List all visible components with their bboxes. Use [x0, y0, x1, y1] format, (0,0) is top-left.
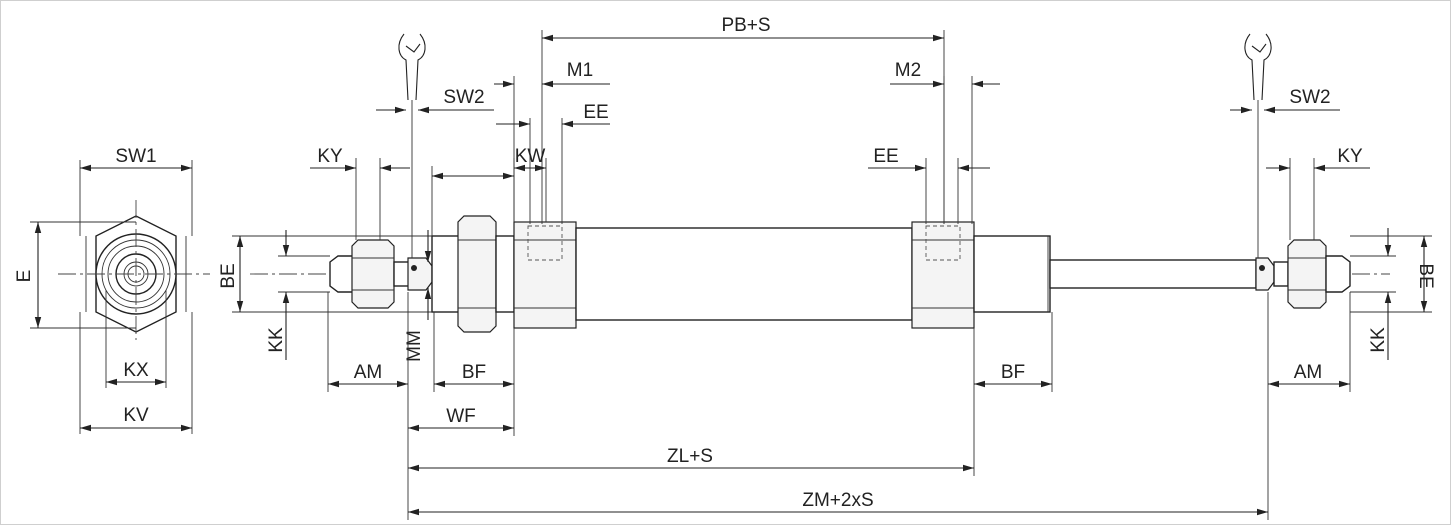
label-ee-right: EE	[873, 146, 898, 167]
label-am-right: AM	[1294, 362, 1323, 383]
left-rod-eye-pin	[411, 265, 417, 271]
side-view	[250, 33, 1390, 333]
rear-rod	[1049, 259, 1257, 289]
label-zm-2xs: ZM+2xS	[802, 490, 873, 511]
label-sw1: SW1	[115, 146, 156, 167]
front-port-block	[513, 221, 577, 329]
end-view: SW1 E KX KV	[14, 146, 210, 434]
rear-port-hidden	[925, 225, 961, 261]
label-sw2-right: SW2	[1289, 87, 1330, 108]
dimensions: PB+S M1 SW2 EE KW KY	[218, 15, 1436, 520]
label-e: E	[14, 270, 35, 283]
rear-cap	[973, 235, 1051, 313]
label-bf-left: BF	[462, 362, 486, 383]
front-port-hidden	[527, 225, 563, 261]
label-kx: KX	[123, 360, 149, 381]
label-mm: MM	[404, 330, 425, 362]
right-rod-neck	[1273, 261, 1289, 287]
rear-port-block	[911, 221, 975, 329]
label-m2: M2	[895, 60, 921, 81]
mounting-nut	[457, 215, 497, 333]
wrench-icon-right	[1244, 33, 1272, 258]
label-kw: KW	[515, 146, 546, 167]
label-kv: KV	[123, 405, 149, 426]
left-rod-eye	[407, 257, 433, 291]
wrench-icon-left	[398, 33, 426, 258]
left-nut	[351, 239, 395, 309]
label-ky-left: KY	[317, 146, 343, 167]
right-nut	[1287, 239, 1327, 309]
barrel	[575, 227, 913, 321]
label-zl-s: ZL+S	[667, 446, 713, 467]
label-am-left: AM	[354, 362, 383, 383]
label-wf: WF	[446, 406, 476, 427]
label-sw2-left: SW2	[443, 87, 484, 108]
label-pb-s: PB+S	[721, 15, 770, 36]
label-be-left: BE	[218, 263, 239, 288]
label-ee-top: EE	[583, 102, 608, 123]
front-thread-collar	[495, 235, 515, 313]
right-rod-eye	[1255, 257, 1275, 291]
label-m1: M1	[567, 60, 593, 81]
label-ky-right: KY	[1337, 146, 1363, 167]
right-rod-eye-pin	[1259, 265, 1265, 271]
label-kk-right: KK	[1368, 327, 1389, 353]
right-thread	[1325, 255, 1351, 293]
label-kk-left: KK	[266, 327, 287, 353]
label-be-right: BE	[1415, 263, 1436, 288]
label-bf-right: BF	[1001, 362, 1025, 383]
